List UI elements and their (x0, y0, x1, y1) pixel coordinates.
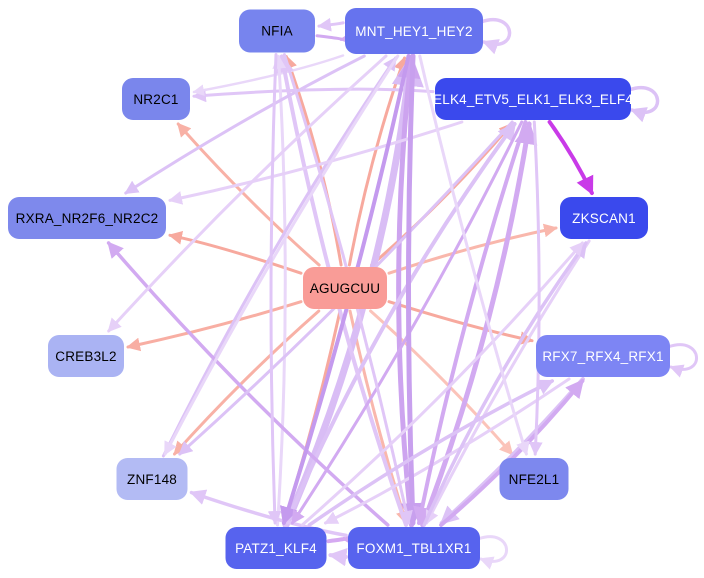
node-creb3l2[interactable]: CREB3L2 (48, 335, 124, 377)
edge-MNT-RXRA (124, 54, 366, 195)
node-elk4[interactable]: ELK4_ETV5_ELK1_ELK3_ELF4 (433, 78, 633, 120)
edge-PATZ1-NFIA (272, 54, 287, 527)
edge-MNT-NFE2L1 (418, 54, 530, 456)
node-label: RFX7_RFX4_RFX1 (542, 348, 664, 364)
edge-AGU-NR2C1 (176, 122, 321, 267)
edge-PATZ1-FOXM1 (326, 531, 361, 550)
node-label: ELK4_ETV5_ELK1_ELK3_ELF4 (433, 91, 633, 107)
node-nr2c1[interactable]: NR2C1 (122, 78, 190, 120)
edge-MNT-NFIA (317, 17, 345, 32)
node-rfx7[interactable]: RFX7_RFX4_RFX1 (536, 335, 670, 377)
node-label: CREB3L2 (55, 348, 117, 364)
self-loop-RFX7 (666, 343, 698, 378)
edge-MNT-NR2C1 (192, 54, 345, 96)
edge-PATZ1-RFX7 (307, 379, 555, 527)
edge-FOXM1-ZKSCAN1 (422, 241, 588, 527)
node-label: AGUGCUU (309, 280, 381, 296)
self-loop-MNT (479, 18, 512, 55)
self-loop-FOXM1 (476, 535, 508, 570)
edge-ELK4-NFE2L1 (528, 120, 543, 456)
edge-PATZ1-ELK4 (283, 122, 517, 527)
node-mnt[interactable]: MNT_HEY1_HEY2 (345, 8, 483, 54)
edge-MNT-CREB3L2 (107, 54, 388, 333)
edge-ELK4-RXRA (168, 120, 464, 205)
edge-FOXM1-RFX7 (439, 379, 585, 527)
edge-AGU-ZNF148 (173, 309, 321, 456)
node-nfia[interactable]: NFIA (239, 9, 315, 53)
node-rxra[interactable]: RXRA_NR2F6_NR2C2 (8, 197, 166, 239)
edge-PATZ1-ZKSCAN1 (300, 241, 584, 527)
edge-NFIA-PATZ1 (267, 53, 282, 525)
node-agu[interactable]: AGUGCUU (303, 267, 387, 309)
edge-MNT-ZNF148 (163, 54, 400, 456)
node-foxm1[interactable]: FOXM1_TBL1XR1 (348, 527, 480, 569)
node-patz1[interactable]: PATZ1_KLF4 (225, 527, 327, 569)
edge-AGU-RXRA (168, 230, 303, 275)
node-nfe2l1[interactable]: NFE2L1 (499, 458, 569, 500)
edge-MNT-FOXM1 (400, 53, 424, 527)
node-label: ZNF148 (127, 471, 177, 487)
edge-FOXM1-PATZ1 (328, 548, 348, 567)
node-label: NFIA (261, 23, 293, 39)
node-label: NFE2L1 (508, 471, 560, 487)
edge-ELK4-FOXM1 (413, 120, 528, 526)
node-label: MNT_HEY1_HEY2 (355, 23, 473, 39)
edge-ZNF148-MNT (161, 56, 398, 458)
self-loop-ELK4 (627, 86, 660, 123)
edge-ELK4-PATZ1 (290, 120, 524, 525)
edge-ELK4-NR2C1 (192, 87, 435, 103)
node-label: ZKSCAN1 (572, 210, 636, 226)
node-label: PATZ1_KLF4 (235, 540, 317, 556)
node-zkscan1[interactable]: ZKSCAN1 (560, 197, 648, 239)
edge-AGU-NFIA (283, 54, 343, 267)
edge-FOXM1-ELK4 (420, 120, 538, 528)
edge-ELK4-ZKSCAN1 (547, 120, 594, 196)
node-label: RXRA_NR2F6_NR2C2 (15, 210, 159, 226)
node-znf148[interactable]: ZNF148 (116, 458, 188, 500)
edge-AGU-CREB3L2 (126, 300, 303, 352)
edge-FOXM1-RXRA (106, 241, 390, 527)
edge-NFIA-MNT (315, 31, 354, 46)
node-label: NR2C1 (133, 91, 179, 107)
node-label: FOXM1_TBL1XR1 (356, 540, 472, 556)
edge-AGU-NFE2L1 (369, 309, 514, 456)
